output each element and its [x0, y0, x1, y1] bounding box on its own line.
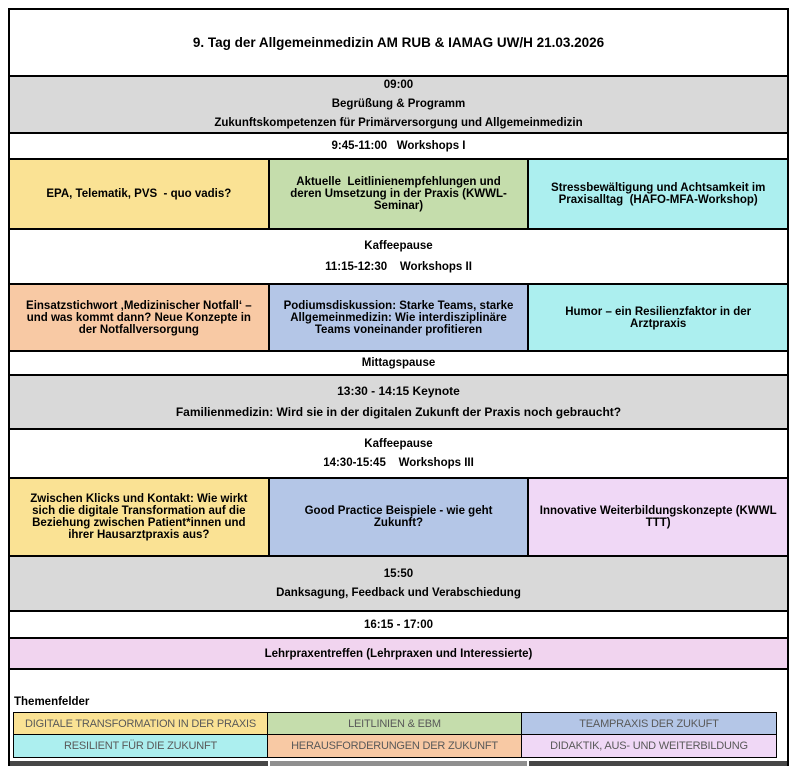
legend-item-label: HERAUSFORDERUNGEN DER ZUKUNFT — [291, 740, 498, 752]
workshop-cell-good-practice: Good Practice Beispiele - wie geht Zukun… — [267, 479, 528, 555]
workshops3-row: Zwischen Klicks und Kontakt: Wie wirkt s… — [10, 479, 788, 557]
opening-time: 09:00 — [383, 79, 414, 91]
workshop-cell-stressbewaeltigung: Stressbewältigung und Achtsamkeit im Pra… — [527, 160, 788, 228]
lunch-break-label: Mittagspause — [361, 357, 436, 369]
break2-row: Kaffeepause 14:30-15:45 Workshops III — [10, 430, 787, 479]
workshop-cell-label: Innovative Weiterbildungskonzepte (KWWL … — [539, 505, 780, 529]
workshops1-row: EPA, Telematik, PVS - quo vadis? Aktuell… — [10, 160, 788, 230]
keynote-time: 13:30 - 14:15 Keynote — [337, 384, 460, 398]
workshop-cell-label: Zwischen Klicks und Kontakt: Wie wirkt s… — [30, 493, 251, 541]
workshop-cell-weiterbildungskonzepte: Innovative Weiterbildungskonzepte (KWWL … — [527, 479, 788, 555]
evening-time-row: 16:15 - 17:00 — [10, 612, 787, 639]
title-row: 9. Tag der Allgemeinmedizin AM RUB & IAM… — [10, 10, 787, 77]
workshop-cell-label: Humor – ein Resilienzfaktor in der Arztp… — [565, 305, 754, 330]
opening-line1: Begrüßung & Programm — [331, 98, 466, 110]
legend-item-resilient: RESILIENT FÜR DIE ZUKUNFT — [14, 735, 268, 757]
workshop-cell-label: Podiumsdiskussion: Starke Teams, starke … — [283, 299, 517, 336]
legend-table: DIGITALE TRANSFORMATION IN DER PRAXIS LE… — [13, 712, 777, 758]
legend-item-didaktik: DIDAKTIK, AUS- UND WEITERBILDUNG — [522, 735, 776, 757]
legend-item-label: TEAMPRAXIS DER ZUKUFT — [579, 717, 719, 730]
keynote-title: Familienmedizin: Wird sie in der digital… — [175, 405, 622, 419]
page-title: 9. Tag der Allgemeinmedizin AM RUB & IAM… — [192, 35, 605, 50]
evening-time: 16:15 - 17:00 — [363, 618, 434, 631]
closing-time: 15:50 — [383, 567, 414, 580]
legend-item-label: LEITLINIEN & EBM — [348, 717, 441, 730]
legend-item-leitlinien-ebm: LEITLINIEN & EBM — [268, 713, 522, 735]
workshops3-header: 14:30-15:45 Workshops III — [323, 457, 474, 470]
legend-section: Themenfelder DIGITALE TRANSFORMATION IN … — [10, 670, 787, 766]
cutoff-segment — [529, 761, 787, 766]
opening-row: 09:00 Begrüßung & Programm Zukunftskompe… — [10, 77, 787, 134]
closing-row: 15:50 Danksagung, Feedback und Verabschi… — [10, 557, 787, 612]
workshop-cell-leitlinien: Aktuelle Leitlinienempfehlungen und dere… — [267, 160, 528, 228]
workshop-cell-klicks-kontakt: Zwischen Klicks und Kontakt: Wie wirkt s… — [10, 479, 268, 555]
lehrpraxentreffen-label: Lehrpraxentreffen (Lehrpraxen und Intere… — [264, 647, 533, 660]
opening-line2: Zukunftskompetenzen für Primärversorgung… — [214, 117, 583, 129]
workshops2-header: 11:15-12:30 Workshops II — [325, 261, 472, 274]
workshop-cell-notfall: Einsatzstichwort ‚Medizinischer Notfall‘… — [10, 285, 268, 350]
legend-item-label: DIGITALE TRANSFORMATION IN DER PRAXIS — [25, 717, 256, 730]
workshop-cell-podiumsdiskussion: Podiumsdiskussion: Starke Teams, starke … — [267, 285, 528, 350]
workshops1-header-row: 9:45-11:00 Workshops I — [10, 134, 787, 160]
workshop-cell-label: Aktuelle Leitlinienempfehlungen und dere… — [290, 176, 507, 212]
coffee-break-label: Kaffeepause — [364, 437, 433, 450]
legend-item-label: RESILIENT FÜR DIE ZUKUNFT — [63, 740, 218, 752]
legend-title: Themenfelder — [14, 696, 90, 708]
lehrpraxentreffen-row: Lehrpraxentreffen (Lehrpraxen und Intere… — [10, 639, 787, 670]
keynote-row: 13:30 - 14:15 Keynote Familienmedizin: W… — [10, 376, 787, 430]
workshop-cell-label: Einsatzstichwort ‚Medizinischer Notfall‘… — [26, 299, 255, 336]
workshops2-row: Einsatzstichwort ‚Medizinischer Notfall‘… — [10, 285, 788, 352]
cutoff-segment — [10, 761, 268, 766]
closing-label: Danksagung, Feedback und Verabschiedung — [276, 586, 521, 599]
coffee-break-label: Kaffeepause — [364, 239, 433, 252]
schedule-table: 9. Tag der Allgemeinmedizin AM RUB & IAM… — [8, 8, 789, 766]
legend-item-teampraxis: TEAMPRAXIS DER ZUKUFT — [522, 713, 776, 735]
workshop-cell-humor: Humor – ein Resilienzfaktor in der Arztp… — [527, 285, 788, 350]
cutoff-segment — [269, 761, 528, 766]
legend-item-label: DIDAKTIK, AUS- UND WEITERBILDUNG — [550, 740, 748, 752]
legend-item-digitale-transformation: DIGITALE TRANSFORMATION IN DER PRAXIS — [14, 713, 268, 735]
workshop-cell-label: Stressbewältigung und Achtsamkeit im Pra… — [551, 182, 769, 206]
workshops1-header: 9:45-11:00 Workshops I — [331, 140, 466, 152]
workshop-cell-label: EPA, Telematik, PVS - quo vadis? — [46, 188, 232, 200]
workshop-cell-label: Good Practice Beispiele - wie geht Zukun… — [304, 505, 496, 529]
break1-row: Kaffeepause 11:15-12:30 Workshops II — [10, 230, 787, 285]
workshop-cell-epa-telematik: EPA, Telematik, PVS - quo vadis? — [10, 160, 268, 228]
legend-item-herausforderungen: HERAUSFORDERUNGEN DER ZUKUNFT — [268, 735, 522, 757]
lunch-row: Mittagspause — [10, 352, 787, 376]
cutoff-row-strip — [10, 761, 787, 766]
